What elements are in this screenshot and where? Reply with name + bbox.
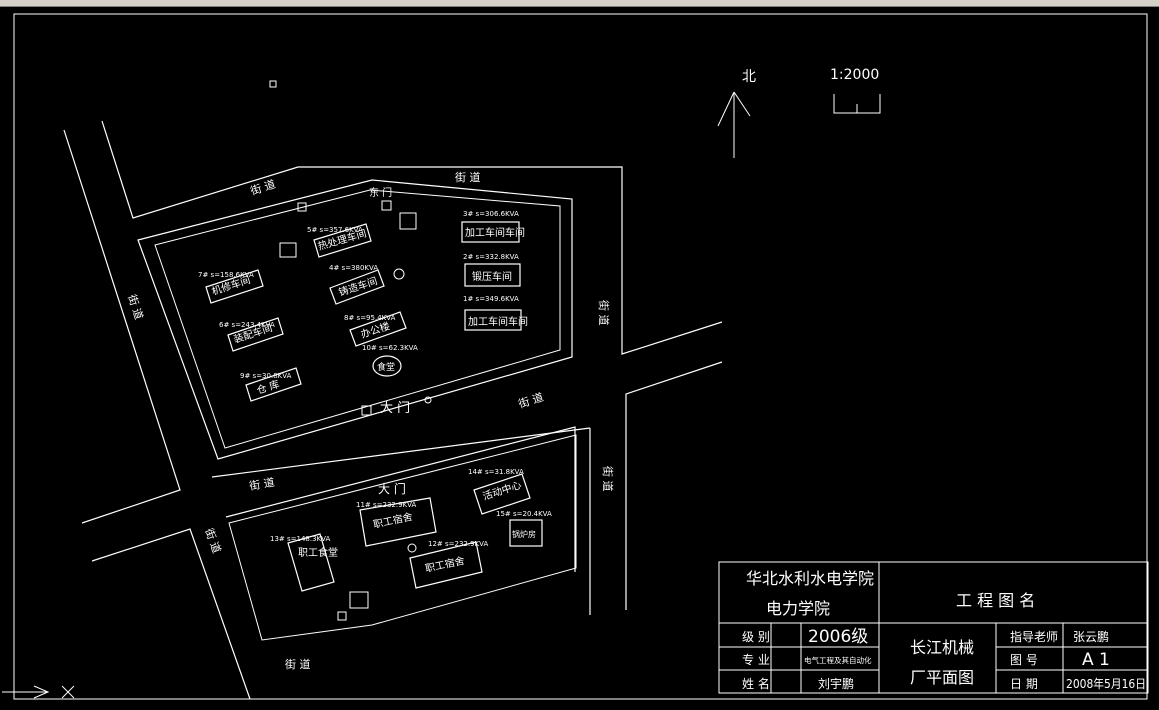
street-label: 街 道 bbox=[248, 475, 276, 493]
school-dept: 电力学院 bbox=[766, 599, 830, 618]
date-label: 日 期 bbox=[1010, 677, 1038, 691]
grade-value: 2006级 bbox=[808, 627, 868, 647]
name-value: 刘宇鹏 bbox=[818, 677, 854, 691]
road-network bbox=[63, 120, 723, 700]
building-load: 3# s=306.6KVA bbox=[463, 210, 519, 218]
building-b10[interactable]: 食堂 10# s=62.3KVA bbox=[362, 344, 418, 377]
building-b2[interactable]: 锻压车间 2# s=332.8KVA bbox=[463, 253, 521, 287]
building-name: 办公楼 bbox=[359, 319, 392, 341]
building-name: 职工宿舍 bbox=[372, 510, 414, 531]
drawing-title-line1: 长江机械 bbox=[910, 638, 974, 657]
building-name: 职工食堂 bbox=[298, 546, 338, 559]
building-b1[interactable]: 加工车间车间 1# s=349.6KVA bbox=[463, 295, 528, 331]
major-value: 电气工程及其自动化 bbox=[804, 655, 872, 665]
street-label: 街 道 bbox=[597, 300, 611, 326]
building-name: 锻压车间 bbox=[472, 270, 512, 283]
building-name: 加工车间车间 bbox=[468, 315, 528, 328]
site-plan-svg: 北 1:2000 东 门 大 门 大 门 街 道 街 道 街 道 街 道 街 道… bbox=[2, 13, 1149, 700]
building-load: 7# s=158.6KVA bbox=[198, 271, 254, 279]
building-b11[interactable]: 职工宿舍 11# s=232.9KVA bbox=[356, 497, 437, 547]
building-b7[interactable]: 机修车间 7# s=158.6KVA bbox=[198, 269, 264, 304]
factory-boundary bbox=[137, 179, 573, 460]
cad-drawing-canvas[interactable]: 北 1:2000 东 门 大 门 大 门 街 道 街 道 街 道 街 道 街 道… bbox=[0, 6, 1159, 706]
building-b14[interactable]: 活动中心 14# s=31.8KVA bbox=[468, 468, 531, 515]
building-name: 活动中心 bbox=[481, 478, 523, 503]
ucs-axis-icon bbox=[2, 685, 75, 699]
grade-label: 级 别 bbox=[742, 630, 770, 644]
school-name: 华北水利水电学院 bbox=[746, 569, 874, 588]
main-gate-label: 大 门 bbox=[380, 401, 410, 416]
street-label: 街 道 bbox=[601, 466, 615, 492]
building-load: 14# s=31.8KVA bbox=[468, 468, 524, 476]
date-value: 2008年5月16日 bbox=[1066, 677, 1146, 691]
building-name: 职工宿舍 bbox=[424, 554, 466, 575]
building-load: 13# s=148.3KVA bbox=[270, 535, 330, 543]
building-load: 8# s=95.4KVA bbox=[344, 314, 396, 322]
building-load: 1# s=349.6KVA bbox=[463, 295, 519, 303]
drawing-name-label: 工 程 图 名 bbox=[956, 591, 1035, 610]
factory-inner-boundary bbox=[154, 189, 561, 449]
gate-icon bbox=[361, 200, 432, 416]
building-load: 2# s=332.8KVA bbox=[463, 253, 519, 261]
north-arrow-icon bbox=[717, 91, 751, 158]
building-b4[interactable]: 铸造车间 4# s=380KVA bbox=[329, 264, 385, 305]
building-load: 11# s=232.9KVA bbox=[356, 501, 416, 509]
building-name: 食堂 bbox=[377, 361, 395, 373]
building-b9[interactable]: 仓 库 9# s=30.8KVA bbox=[240, 367, 302, 402]
building-load: 4# s=380KVA bbox=[329, 264, 378, 272]
east-gate-label: 东 门 bbox=[369, 186, 392, 199]
drawing-title-line2: 厂平面图 bbox=[910, 668, 974, 687]
drawing-frame bbox=[13, 13, 1148, 700]
building-load: 10# s=62.3KVA bbox=[362, 344, 418, 352]
drawing-no-label: 图 号 bbox=[1010, 653, 1038, 667]
building-load: 5# s=357.6KVA bbox=[307, 226, 363, 234]
building-b5[interactable]: 热处理车间 5# s=357.6KVA bbox=[307, 223, 372, 258]
street-label: 街 道 bbox=[285, 657, 311, 671]
advisor-value: 张云鹏 bbox=[1073, 630, 1109, 644]
building-b15[interactable]: 锅炉房 15# s=20.4KVA bbox=[496, 510, 552, 547]
living-boundary bbox=[228, 434, 577, 641]
building-name: 加工车间车间 bbox=[465, 226, 525, 239]
building-b6[interactable]: 装配车间 6# s=243.4KVA bbox=[219, 317, 284, 352]
major-label: 专 业 bbox=[742, 652, 770, 667]
gate-3-label: 大 门 bbox=[378, 481, 406, 496]
name-label: 姓 名 bbox=[742, 676, 770, 691]
building-load: 6# s=243.4KVA bbox=[219, 321, 275, 329]
toolbar-strip bbox=[0, 0, 1159, 7]
street-label: 街 道 bbox=[125, 293, 146, 322]
building-load: 15# s=20.4KVA bbox=[496, 510, 552, 518]
building-name: 锅炉房 bbox=[512, 529, 536, 539]
building-load: 9# s=30.8KVA bbox=[240, 372, 292, 380]
north-label: 北 bbox=[742, 69, 756, 85]
street-label: 街 道 bbox=[517, 390, 546, 411]
transformer-icon bbox=[279, 202, 417, 621]
street-label: 街 道 bbox=[455, 170, 481, 184]
scale-bar-icon bbox=[833, 94, 881, 114]
building-b3[interactable]: 加工车间车间 3# s=306.6KVA bbox=[461, 210, 525, 243]
street-label: 街 道 bbox=[249, 177, 278, 198]
building-load: 12# s=232.9KVA bbox=[428, 540, 488, 548]
street-label: 街 道 bbox=[202, 526, 224, 555]
advisor-label: 指导老师 bbox=[1010, 629, 1058, 644]
drawing-no-value: A 1 bbox=[1082, 650, 1110, 670]
scale-label: 1:2000 bbox=[830, 67, 879, 83]
building-b8[interactable]: 办公楼 8# s=95.4KVA bbox=[344, 311, 407, 347]
building-b12[interactable]: 职工宿舍 12# s=232.9KVA bbox=[409, 540, 488, 589]
building-b13[interactable]: 职工食堂 13# s=148.3KVA bbox=[270, 533, 338, 592]
title-block bbox=[718, 561, 1149, 694]
point-marker bbox=[269, 80, 277, 88]
